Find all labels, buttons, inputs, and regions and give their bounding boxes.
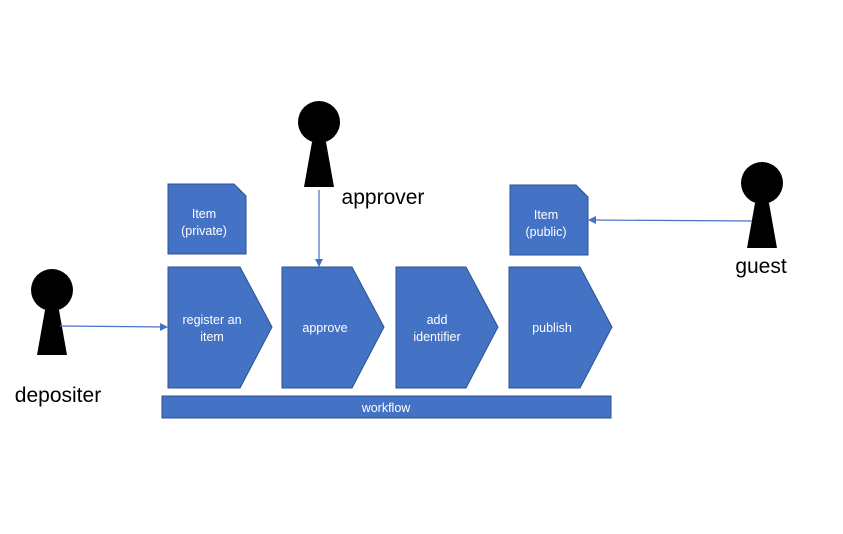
step-register-line2: item [200, 330, 224, 344]
step-register-item: register an item [167, 266, 273, 389]
depositer-label: depositer [15, 384, 101, 407]
step-add-identifier: add identifier [395, 266, 499, 389]
guest-actor: guest [735, 162, 787, 278]
guest-to-public-item-arrow [588, 216, 753, 225]
approver-body-icon [304, 142, 334, 187]
workflow-label: workflow [361, 401, 412, 415]
item-private-line2: (private) [181, 224, 227, 238]
approver-label: approver [342, 186, 425, 209]
item-private-document: Item (private) [167, 183, 247, 255]
guest-head-icon [741, 162, 783, 204]
step-approve-line1: approve [302, 321, 347, 335]
step-publish-line1: publish [532, 321, 572, 335]
item-public-line1: Item [534, 208, 558, 222]
approver-head-icon [298, 101, 340, 143]
step-identifier-line2: identifier [413, 330, 460, 344]
depositer-to-register-arrow [59, 322, 168, 331]
step-approve: approve [281, 266, 385, 389]
approver-actor: approver [298, 101, 424, 209]
workflow-bar: workflow [161, 395, 612, 419]
item-public-line2: (public) [526, 225, 567, 239]
step-publish: publish [508, 266, 613, 389]
depositer-head-icon [31, 269, 73, 311]
depositer-body-icon [37, 310, 67, 355]
item-public-document: Item (public) [509, 184, 589, 256]
guest-body-icon [747, 203, 777, 248]
depositer-actor: depositer [15, 269, 101, 407]
guest-label: guest [735, 255, 787, 278]
step-identifier-line1: add [427, 313, 448, 327]
step-register-line1: register an [182, 313, 241, 327]
item-private-line1: Item [192, 207, 216, 221]
